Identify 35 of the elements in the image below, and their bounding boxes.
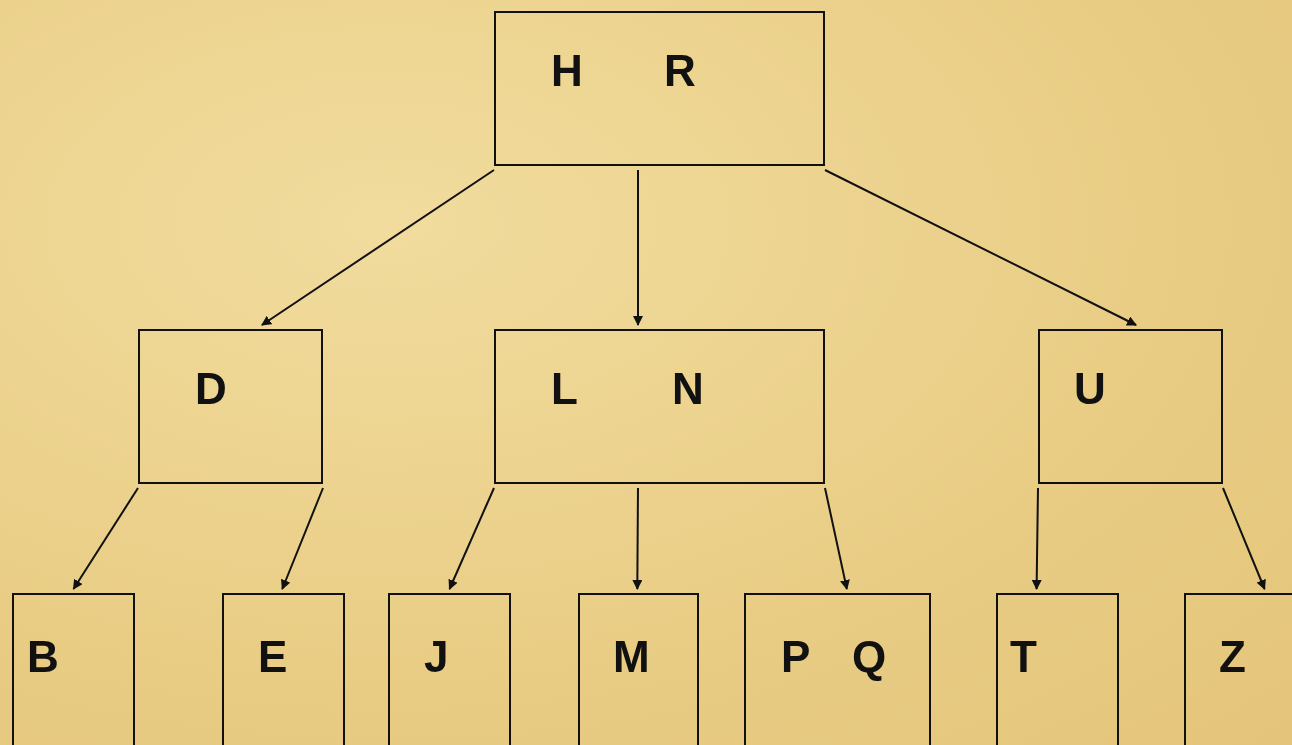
tree-node-box bbox=[578, 593, 699, 745]
arrow bbox=[633, 169, 643, 326]
key-label: B bbox=[27, 635, 59, 679]
arrow bbox=[281, 487, 324, 590]
arrow bbox=[1031, 487, 1042, 590]
key-label: J bbox=[424, 635, 449, 679]
arrow bbox=[1222, 487, 1266, 590]
key-label: Z bbox=[1219, 635, 1246, 679]
tree-node-box bbox=[744, 593, 931, 745]
tree-node-box bbox=[222, 593, 345, 745]
key-label: D bbox=[195, 367, 227, 411]
tree-node-box bbox=[388, 593, 511, 745]
key-label: T bbox=[1010, 635, 1037, 679]
arrow bbox=[824, 487, 850, 590]
key-label: H bbox=[551, 49, 583, 93]
tree-node-box bbox=[494, 11, 825, 166]
tree-node-box bbox=[12, 593, 135, 745]
arrow bbox=[260, 169, 495, 326]
tree-node-box bbox=[1038, 329, 1223, 484]
key-label: U bbox=[1074, 367, 1106, 411]
key-label: M bbox=[613, 635, 650, 679]
arrow bbox=[448, 487, 495, 590]
arrow bbox=[824, 169, 1138, 326]
key-label: L bbox=[551, 367, 578, 411]
key-label: E bbox=[258, 635, 288, 679]
key-label: P bbox=[781, 635, 811, 679]
arrow bbox=[632, 487, 643, 590]
tree-node-box bbox=[996, 593, 1119, 745]
key-label: N bbox=[672, 367, 704, 411]
key-label: R bbox=[664, 49, 696, 93]
tree-node-box bbox=[494, 329, 825, 484]
tree-node-box bbox=[1184, 593, 1292, 745]
key-label: Q bbox=[852, 635, 887, 679]
arrow bbox=[72, 487, 139, 590]
tree-node-box bbox=[138, 329, 323, 484]
